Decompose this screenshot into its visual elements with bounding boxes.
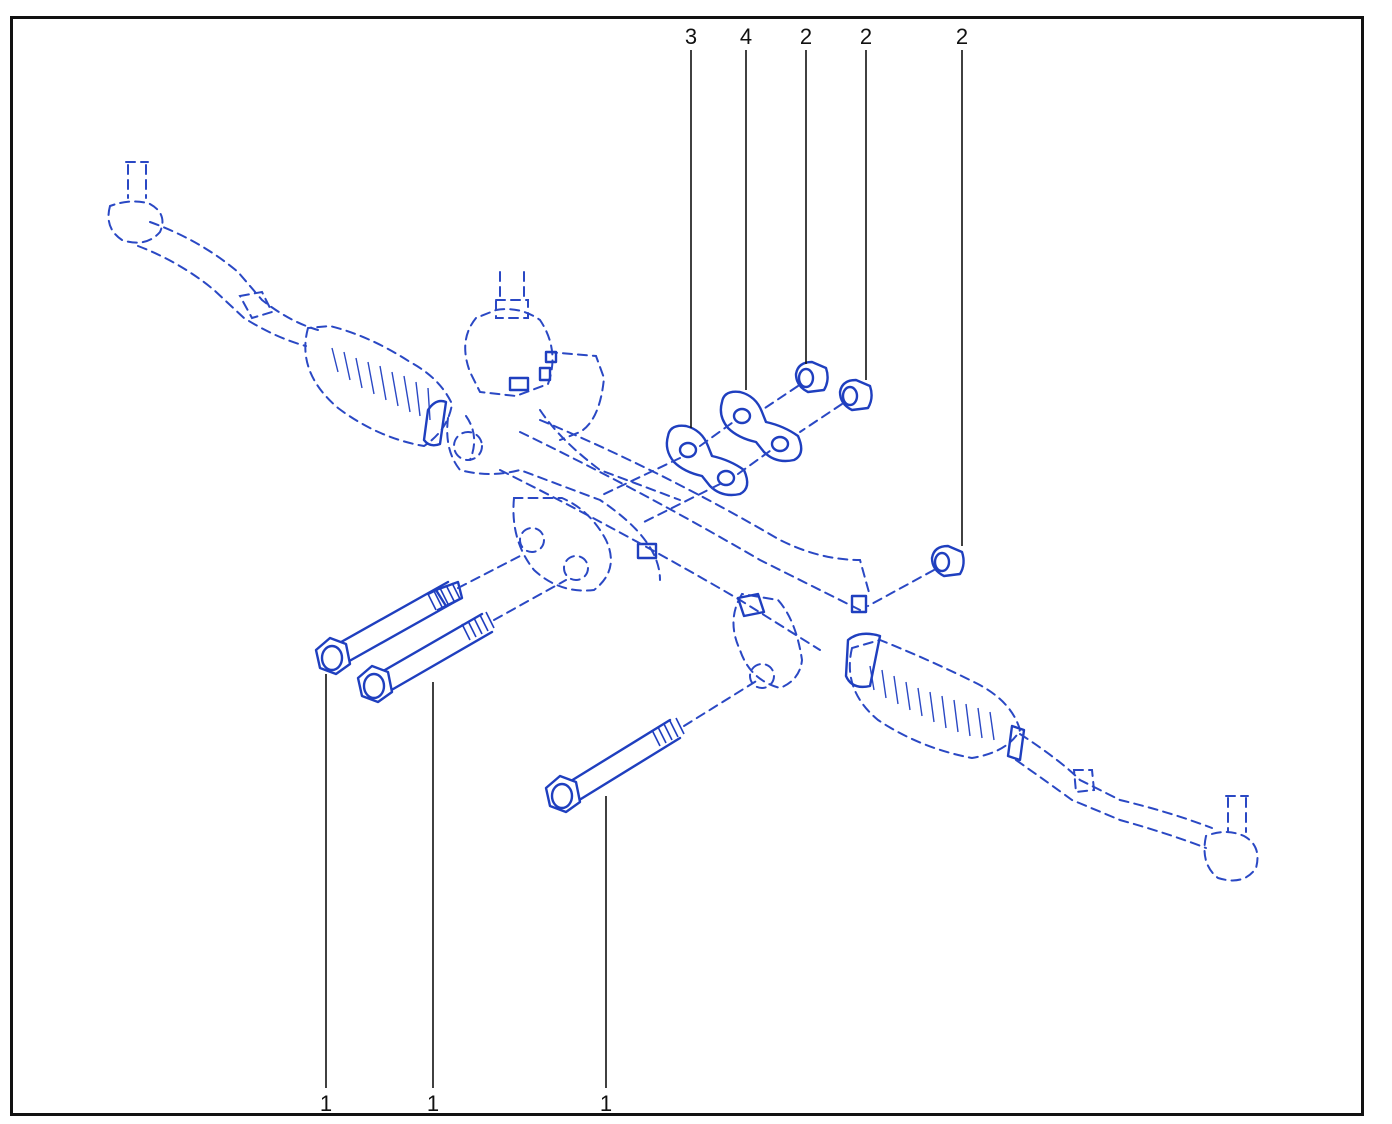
bolt-lower-left xyxy=(356,579,567,704)
steering-rack-assembly xyxy=(107,161,1259,882)
diagram-frame xyxy=(10,16,1364,1116)
callout-4: 4 xyxy=(740,24,752,49)
callout-1-bolt-1: 1 xyxy=(320,1091,332,1116)
callout-3: 3 xyxy=(685,24,697,49)
rack-tube xyxy=(499,419,871,651)
nut-upper-1 xyxy=(761,360,829,411)
callout-1-bolt-3: 1 xyxy=(600,1091,612,1116)
bolt-upper-left xyxy=(314,555,521,676)
nut-right xyxy=(867,544,965,607)
mounting-bracket xyxy=(512,497,658,592)
callouts-bottom: 1 1 1 xyxy=(320,674,612,1116)
right-clamp xyxy=(732,592,868,690)
plate-4 xyxy=(699,390,803,475)
callout-2-nut-1: 2 xyxy=(800,24,812,49)
right-tie-rod-end xyxy=(1015,733,1259,882)
right-boot xyxy=(844,632,1026,762)
nut-upper-2 xyxy=(799,378,873,433)
callouts-top: 3 4 2 2 2 xyxy=(685,24,968,546)
plate-3 xyxy=(599,424,749,525)
left-tie-rod-end xyxy=(107,161,319,347)
bolt-lower-center xyxy=(544,679,759,814)
left-boot xyxy=(304,324,454,448)
callout-1-bolt-2: 1 xyxy=(427,1091,439,1116)
callout-2-nut-2: 2 xyxy=(860,24,872,49)
callout-2-nut-3: 2 xyxy=(956,24,968,49)
valve-housing xyxy=(446,271,681,581)
